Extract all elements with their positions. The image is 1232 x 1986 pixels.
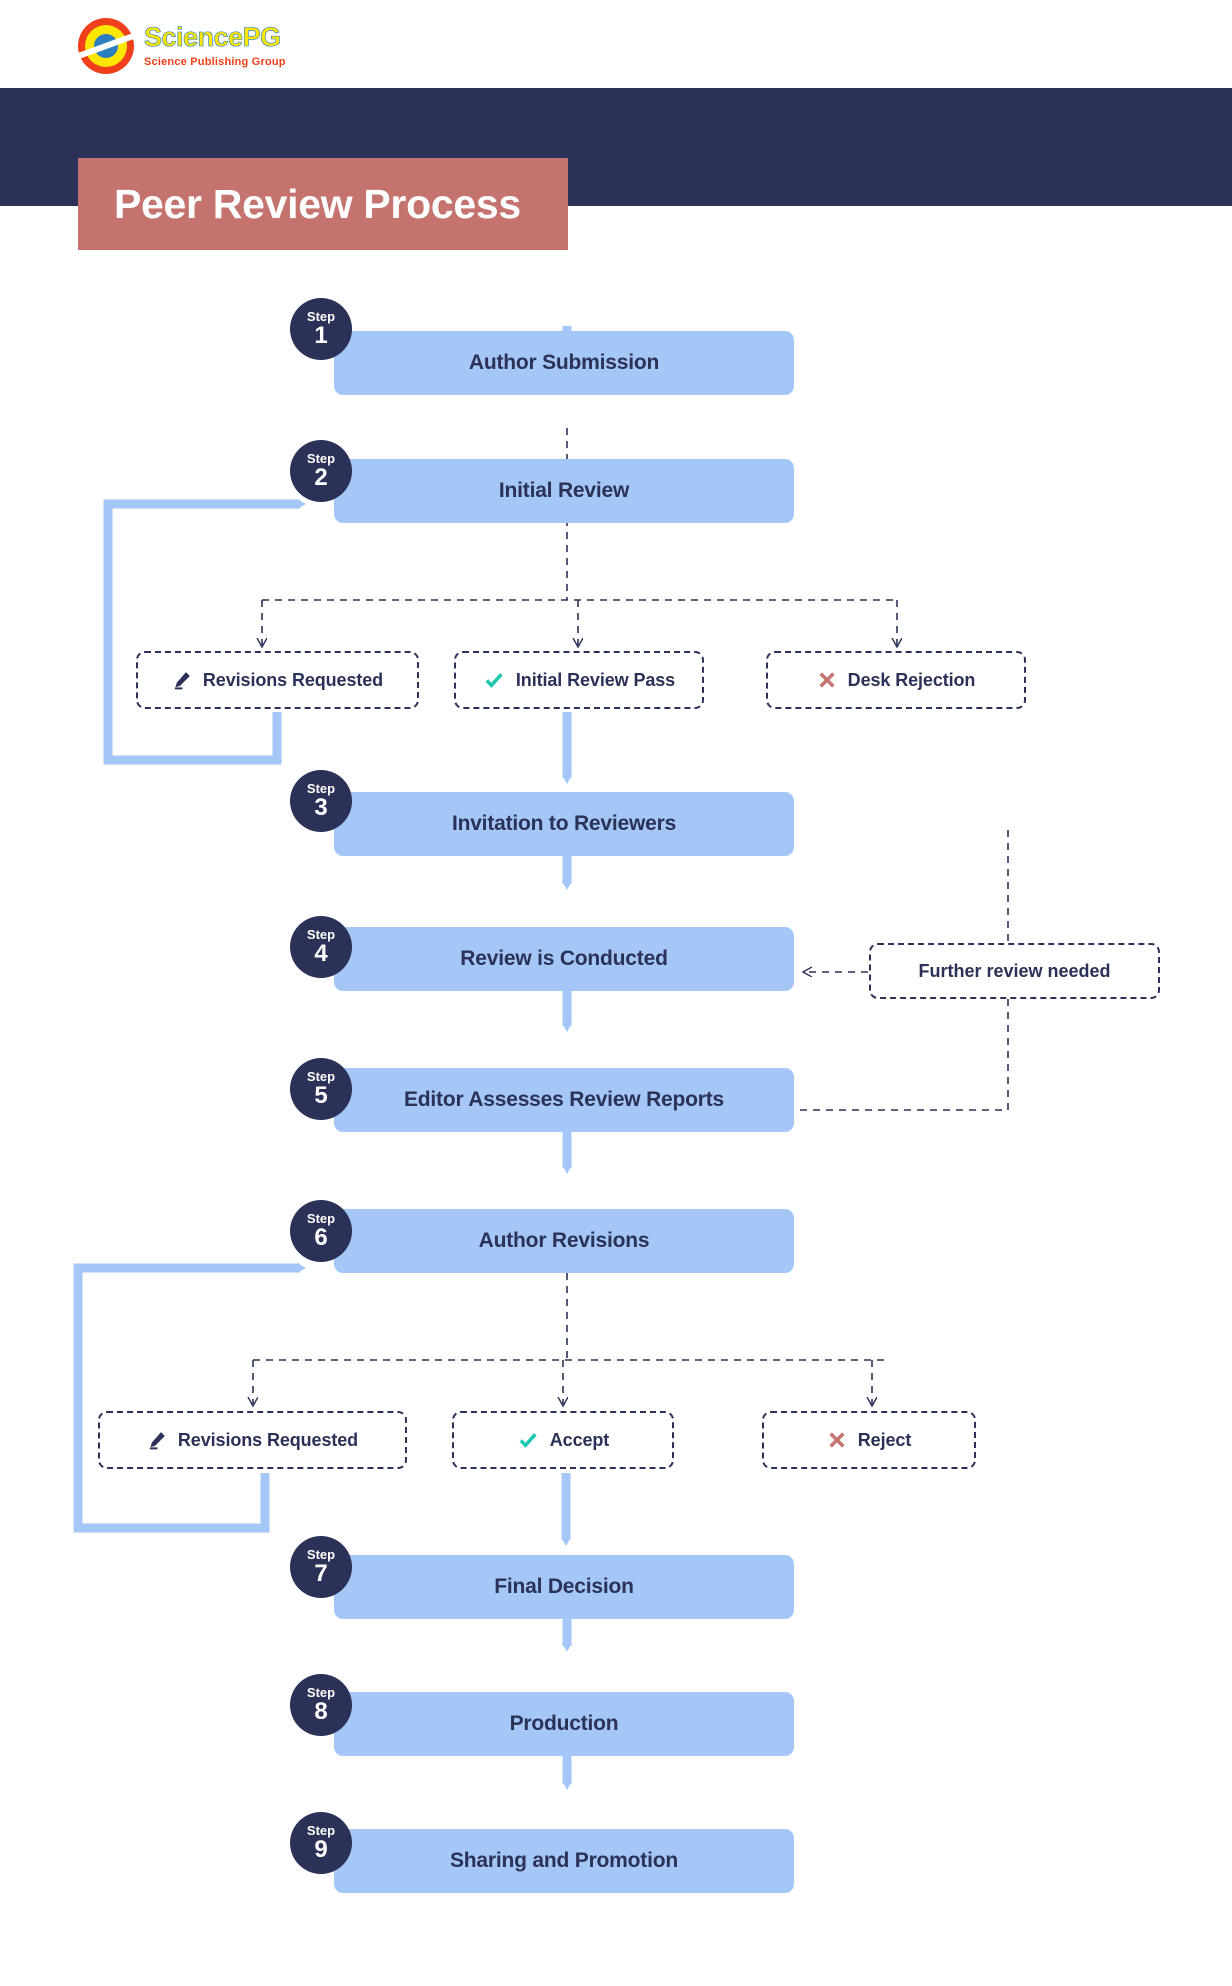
step-badge-number-4: 4 bbox=[314, 940, 328, 968]
decision-box-revisions-requested-1[interactable]: Revisions Requested bbox=[136, 651, 419, 709]
page-title: Peer Review Process bbox=[114, 180, 521, 227]
pencil-icon bbox=[174, 672, 190, 690]
step-label-8: Production bbox=[509, 1712, 619, 1735]
step-label-4: Review is Conducted bbox=[460, 947, 668, 970]
step-badge-number-8: 8 bbox=[314, 1698, 328, 1726]
step-badge-number-7: 7 bbox=[314, 1560, 328, 1588]
step-label-5: Editor Assesses Review Reports bbox=[403, 1088, 725, 1111]
step-badge-label-2: Step bbox=[306, 450, 336, 466]
sciencepg-logo: SciencePG Science Publishing Group bbox=[78, 18, 286, 74]
step-badge-6: Step 6 bbox=[290, 1200, 352, 1262]
step-badge-7: Step 7 bbox=[290, 1536, 352, 1598]
decision-box-revisions-requested-2[interactable]: Revisions Requested bbox=[98, 1411, 407, 1469]
step-box-invitation-to-reviewers[interactable]: Invitation to Reviewers bbox=[334, 792, 794, 856]
step-label-9: Sharing and Promotion bbox=[450, 1849, 678, 1872]
logo-text-block: SciencePG Science Publishing Group bbox=[144, 22, 286, 68]
logo-wordmark: SciencePG bbox=[144, 22, 282, 52]
step-badge-4: Step 4 bbox=[290, 916, 352, 978]
step-label-3: Invitation to Reviewers bbox=[451, 812, 677, 835]
step-badge-label-4: Step bbox=[306, 926, 336, 942]
decision-label-reject: Reject bbox=[857, 1429, 912, 1450]
step-box-review-is-conducted[interactable]: Review is Conducted bbox=[334, 927, 794, 991]
logo-tagline: Science Publishing Group bbox=[144, 56, 286, 68]
step-label-6: Author Revisions bbox=[478, 1229, 650, 1252]
step-badge-8: Step 8 bbox=[290, 1674, 352, 1736]
decision-label-revisions-requested-1: Revisions Requested bbox=[202, 669, 384, 690]
dashed-step5-to-note bbox=[800, 826, 1009, 1111]
step-box-initial-review[interactable]: Initial Review bbox=[334, 459, 794, 523]
step-badge-label-7: Step bbox=[306, 1546, 336, 1562]
step-badge-label-5: Step bbox=[306, 1068, 336, 1084]
step-box-author-revisions[interactable]: Author Revisions bbox=[334, 1209, 794, 1273]
step-badge-number-6: 6 bbox=[314, 1224, 328, 1252]
step-badge-2: Step 2 bbox=[290, 440, 352, 502]
step-label-7: Final Decision bbox=[494, 1575, 634, 1598]
note-box-further-review-needed[interactable]: Further review needed bbox=[869, 943, 1160, 999]
step-box-final-decision[interactable]: Final Decision bbox=[334, 1555, 794, 1619]
decision-label-accept: Accept bbox=[549, 1429, 610, 1450]
step-box-author-submission[interactable]: Author Submission bbox=[334, 331, 794, 395]
step-badge-3: Step 3 bbox=[290, 770, 352, 832]
decision-box-initial-review-pass[interactable]: Initial Review Pass bbox=[454, 651, 704, 709]
sciencepg-logo-icon bbox=[78, 18, 134, 74]
decision-box-desk-rejection[interactable]: Desk Rejection bbox=[766, 651, 1026, 709]
step-box-production[interactable]: Production bbox=[334, 1692, 794, 1756]
step-badge-label-1: Step bbox=[306, 308, 336, 324]
step-label-1: Author Submission bbox=[468, 351, 660, 374]
step-badge-number-2: 2 bbox=[314, 464, 328, 492]
step-badge-label-3: Step bbox=[306, 780, 336, 796]
decision-label-revisions-requested-2: Revisions Requested bbox=[177, 1429, 359, 1450]
decision-label-desk-rejection: Desk Rejection bbox=[847, 669, 976, 690]
step-badge-number-1: 1 bbox=[314, 322, 328, 350]
decision-box-accept[interactable]: Accept bbox=[452, 1411, 674, 1469]
step-badge-9: Step 9 bbox=[290, 1812, 352, 1874]
step-badge-label-6: Step bbox=[306, 1210, 336, 1226]
loop-revisions-round2-to-step6 bbox=[73, 1263, 306, 1533]
cross-icon bbox=[829, 1432, 845, 1448]
step-badge-number-3: 3 bbox=[314, 794, 328, 822]
step-badge-number-5: 5 bbox=[314, 1082, 328, 1110]
page-title-chip: Peer Review Process bbox=[78, 158, 568, 250]
step-label-2: Initial Review bbox=[498, 479, 630, 502]
step-badge-label-9: Step bbox=[306, 1822, 336, 1838]
logo-bar: SciencePG Science Publishing Group bbox=[0, 0, 1232, 88]
decision-label-initial-review-pass: Initial Review Pass bbox=[515, 669, 676, 690]
check-icon bbox=[485, 673, 503, 688]
decision-box-reject[interactable]: Reject bbox=[762, 1411, 976, 1469]
loop-revisions-round1-to-step2 bbox=[103, 499, 306, 765]
check-icon bbox=[519, 1433, 537, 1448]
step-badge-5: Step 5 bbox=[290, 1058, 352, 1120]
note-label-further-review-needed: Further review needed bbox=[918, 960, 1111, 981]
pencil-icon bbox=[149, 1432, 165, 1450]
step-badge-label-8: Step bbox=[306, 1684, 336, 1700]
step-badge-number-9: 9 bbox=[314, 1836, 328, 1864]
step-box-editor-assesses-review-reports[interactable]: Editor Assesses Review Reports bbox=[334, 1068, 794, 1132]
cross-icon bbox=[819, 672, 835, 688]
step-box-sharing-and-promotion[interactable]: Sharing and Promotion bbox=[334, 1829, 794, 1893]
step-badge-1: Step 1 bbox=[290, 298, 352, 360]
